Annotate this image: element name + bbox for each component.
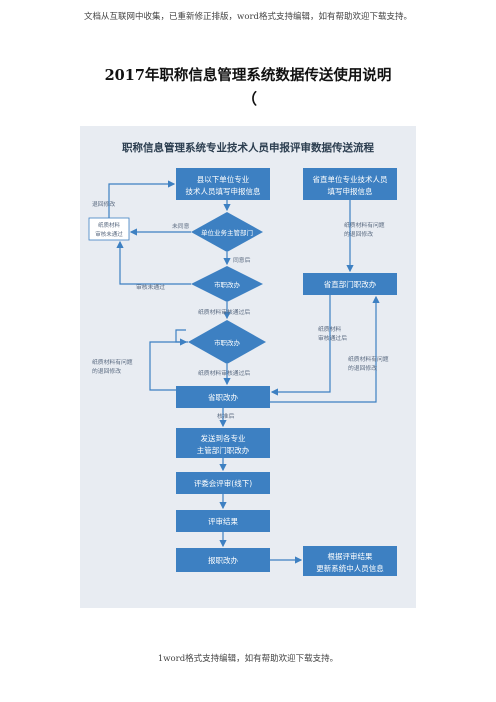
label-return-edit: 退回修改 bbox=[92, 200, 115, 208]
svg-text:纸质材料: 纸质材料 bbox=[98, 221, 121, 229]
svg-text:报职改办: 报职改办 bbox=[208, 555, 238, 565]
svg-text:审核未通过: 审核未通过 bbox=[95, 230, 123, 238]
node-report: 报职改办 bbox=[176, 548, 270, 572]
node-county-fill: 县以下单位专业 技术人员填写申报信息 bbox=[176, 168, 270, 200]
label-city-problem-2: 的退回修改 bbox=[92, 367, 121, 375]
footer-note: 1word格式支持编辑，如有帮助欢迎下载支持。 bbox=[157, 654, 339, 664]
flow-arrows bbox=[108, 180, 380, 564]
node-review-meeting: 评委会评审(线下) bbox=[176, 472, 270, 494]
label-review-not-pass: 审核未通过 bbox=[136, 283, 165, 291]
svg-text:评审结果: 评审结果 bbox=[208, 516, 238, 526]
flow-labels: 退回修改 未同意 同意后 审核未通过 纸质材料审核通过后 纸质材料有问题 的退回… bbox=[92, 200, 389, 420]
svg-text:省直单位专业技术人员: 省直单位专业技术人员 bbox=[313, 174, 388, 184]
node-city-office-diamond: 市职改办 bbox=[191, 266, 263, 302]
node-review-result: 评审结果 bbox=[176, 510, 270, 532]
label-prov-problem-2: 的退回修改 bbox=[348, 364, 377, 372]
node-direct-dept: 省直部门职改办 bbox=[303, 273, 397, 295]
svg-text:根据评审结果: 根据评审结果 bbox=[328, 551, 373, 561]
label-agree: 同意后 bbox=[233, 256, 251, 264]
node-material-fail: 纸质材料 审核未通过 bbox=[88, 217, 130, 241]
header-note: 文档从互联网中收集，已重新修正排版，word格式支持编辑，如有帮助欢迎下载支持。 bbox=[84, 12, 412, 22]
svg-text:更新系统中人员信息: 更新系统中人员信息 bbox=[316, 563, 384, 573]
svg-text:主管部门职改办: 主管部门职改办 bbox=[197, 445, 250, 455]
label-prov-problem-1: 纸质材料有问题 bbox=[348, 355, 389, 363]
svg-text:单位业务主管部门: 单位业务主管部门 bbox=[201, 228, 253, 237]
document-title: 2017年职称信息管理系统数据传送使用说明 bbox=[104, 67, 392, 84]
svg-text:填写申报信息: 填写申报信息 bbox=[328, 186, 373, 196]
node-province-office: 省职改办 bbox=[176, 386, 270, 408]
title-parenthesis: （ bbox=[242, 90, 258, 108]
label-not-agree: 未同意 bbox=[172, 222, 190, 230]
svg-text:县以下单位专业: 县以下单位专业 bbox=[197, 174, 250, 184]
label-approved: 核准后 bbox=[217, 412, 235, 420]
label-paper-pass-2: 纸质材料审核通过后 bbox=[198, 369, 250, 377]
flowchart-title: 职称信息管理系统专业技术人员申报评审数据传送流程 bbox=[122, 141, 374, 154]
label-direct-pass-2: 审核通过后 bbox=[318, 334, 347, 342]
node-city-office2-diamond: 市职改办 bbox=[188, 320, 266, 364]
svg-text:技术人员填写申报信息: 技术人员填写申报信息 bbox=[186, 186, 261, 196]
label-city-problem-1: 纸质材料有问题 bbox=[92, 358, 133, 366]
svg-text:省职改办: 省职改办 bbox=[208, 392, 238, 402]
node-direct-fill: 省直单位专业技术人员 填写申报信息 bbox=[303, 168, 397, 200]
node-unit-dept-diamond: 单位业务主管部门 bbox=[191, 212, 263, 252]
svg-text:市职改办: 市职改办 bbox=[214, 280, 241, 289]
label-direct-pass-1: 纸质材料 bbox=[318, 325, 341, 333]
svg-text:评委会评审(线下): 评委会评审(线下) bbox=[194, 478, 252, 488]
node-send-expert: 发送到各专业 主管部门职改办 bbox=[176, 428, 270, 458]
svg-text:市职改办: 市职改办 bbox=[214, 338, 241, 347]
svg-text:发送到各专业: 发送到各专业 bbox=[201, 433, 246, 443]
node-update: 根据评审结果 更新系统中人员信息 bbox=[303, 546, 397, 576]
label-paper-pass-1: 纸质材料审核通过后 bbox=[198, 308, 250, 316]
svg-text:省直部门职改办: 省直部门职改办 bbox=[324, 279, 377, 289]
label-direct-problem-2: 的退回修改 bbox=[344, 230, 373, 238]
label-direct-problem-1: 纸质材料有问题 bbox=[344, 221, 385, 229]
